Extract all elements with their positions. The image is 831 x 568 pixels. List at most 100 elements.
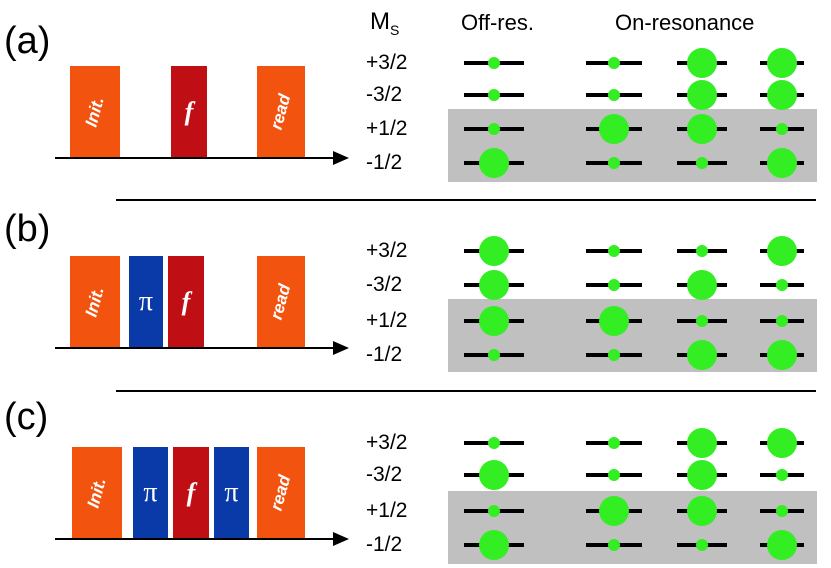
ms-level-label: -3/2 — [366, 83, 403, 106]
population-dot-large — [599, 114, 629, 144]
f-pulse: f — [171, 66, 207, 158]
ms-level-label: +3/2 — [366, 239, 408, 262]
f-pulse: f — [168, 256, 204, 348]
ms-header: MS — [370, 10, 399, 37]
population-dot-large — [767, 148, 797, 178]
f-pulse-label: f — [181, 287, 191, 316]
pi-pulse-label: π — [143, 477, 158, 508]
population-dot-small — [608, 539, 620, 551]
population-dot-small — [608, 57, 620, 69]
population-dot-small — [696, 539, 708, 551]
pi-pulse-second: π — [214, 447, 249, 539]
population-dot-small — [608, 157, 620, 169]
pi-pulse: π — [129, 256, 163, 348]
ms-level-label: +1/2 — [366, 309, 408, 332]
population-dot-large — [687, 460, 717, 490]
time-axis-arrowhead — [333, 151, 349, 165]
ms-level-label: -1/2 — [366, 343, 403, 366]
panel-b: (b) Init. π f read +3/2 -3/2 +1/2 -1/2 — [4, 208, 817, 372]
population-dot-small — [608, 279, 620, 291]
spin-half-shading — [448, 109, 817, 182]
population-dot-large — [767, 530, 797, 560]
population-dot-small — [776, 469, 788, 481]
population-dot-large — [479, 530, 509, 560]
population-dot-small — [488, 89, 500, 101]
ms-header-subscript: S — [390, 21, 400, 38]
ms-level-label: -3/2 — [366, 463, 403, 486]
on-resonance-header: On-resonance — [615, 10, 755, 35]
population-dot-large — [479, 236, 509, 266]
ms-level-label: +3/2 — [366, 431, 408, 454]
pi-pulse-label: π — [224, 477, 239, 508]
init-pulse: Init. — [70, 256, 120, 348]
population-dot-large — [479, 460, 509, 490]
population-dot-small — [696, 315, 708, 327]
f-pulse: f — [173, 447, 209, 539]
population-dot-small — [608, 469, 620, 481]
population-dot-large — [687, 80, 717, 110]
population-dot-large — [479, 148, 509, 178]
population-dot-small — [608, 349, 620, 361]
population-dot-small — [488, 437, 500, 449]
read-pulse: read — [257, 447, 305, 539]
population-dot-large — [687, 428, 717, 458]
population-dot-large — [767, 236, 797, 266]
pi-pulse-label: π — [138, 286, 154, 317]
panel-label: (b) — [4, 208, 51, 250]
time-axis — [55, 157, 335, 159]
ms-level-label: -1/2 — [366, 151, 403, 174]
spin-half-shading — [448, 299, 817, 372]
time-axis-arrowhead — [333, 532, 349, 546]
init-pulse: Init. — [70, 66, 120, 158]
population-dot-large — [687, 114, 717, 144]
population-dot-large — [687, 340, 717, 370]
population-dot-large — [687, 270, 717, 300]
population-dot-large — [479, 306, 509, 336]
panel-divider-2 — [116, 390, 816, 392]
spin-half-shading — [448, 491, 817, 564]
population-dot-large — [599, 306, 629, 336]
population-dot-small — [776, 315, 788, 327]
panel-a: (a) Init. f read +3/2 -3/2 +1/2 -1/2 — [0, 0, 831, 200]
pi-pulse-first: π — [133, 447, 168, 539]
time-axis-arrowhead — [333, 341, 349, 355]
f-pulse-label: f — [186, 478, 196, 507]
panel-divider-1 — [116, 199, 816, 201]
ms-level-label: -1/2 — [366, 533, 403, 556]
population-dot-large — [687, 48, 717, 78]
init-pulse-label: Init. — [83, 475, 110, 510]
f-pulse-label: f — [184, 97, 194, 126]
population-dot-large — [767, 340, 797, 370]
read-pulse-label: read — [266, 473, 295, 513]
ms-level-label: +3/2 — [366, 51, 408, 74]
population-dot-large — [767, 80, 797, 110]
population-dot-small — [488, 505, 500, 517]
population-dot-small — [608, 245, 620, 257]
population-dot-large — [767, 428, 797, 458]
ms-level-label: +1/2 — [366, 117, 408, 140]
ms-level-label: -3/2 — [366, 273, 403, 296]
read-pulse: read — [257, 256, 305, 348]
read-pulse: read — [257, 66, 305, 158]
population-dot-large — [687, 496, 717, 526]
population-dot-small — [608, 437, 620, 449]
population-dot-small — [776, 505, 788, 517]
time-axis — [55, 538, 335, 540]
panel-label: (c) — [4, 396, 49, 438]
population-dot-large — [767, 48, 797, 78]
population-dot-small — [776, 279, 788, 291]
population-dot-small — [488, 57, 500, 69]
ms-level-label: +1/2 — [366, 499, 408, 522]
population-dot-small — [488, 349, 500, 361]
population-dot-large — [479, 270, 509, 300]
panel-label: (a) — [4, 20, 51, 62]
population-dot-small — [776, 123, 788, 135]
time-axis — [55, 347, 335, 349]
population-dot-small — [696, 245, 708, 257]
population-dot-small — [488, 123, 500, 135]
population-dot-large — [599, 496, 629, 526]
ms-header-letter: M — [370, 8, 390, 35]
init-pulse: Init. — [72, 447, 122, 539]
population-dot-small — [608, 89, 620, 101]
